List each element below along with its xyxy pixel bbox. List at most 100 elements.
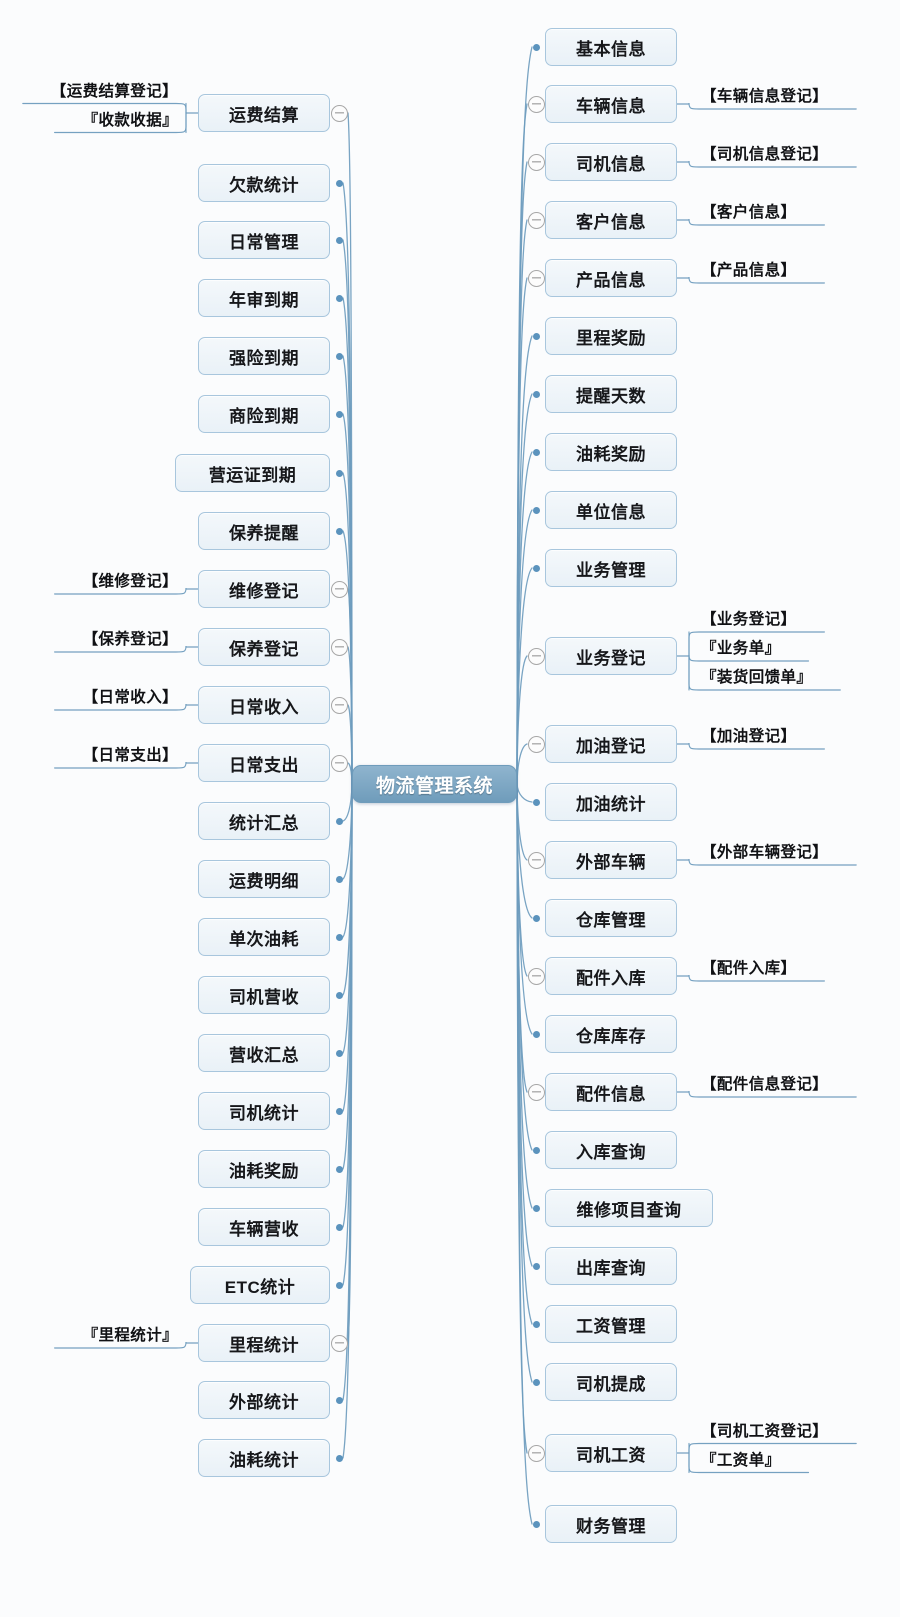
branch-bullet-icon	[335, 817, 343, 825]
collapse-toggle-icon[interactable]	[527, 967, 545, 985]
collapse-toggle-icon[interactable]	[527, 269, 545, 287]
collapse-toggle-icon[interactable]	[330, 104, 348, 122]
node-油耗奖励[interactable]: 油耗奖励	[545, 433, 677, 471]
node-年审到期[interactable]: 年审到期	[198, 279, 330, 317]
leaf-label[interactable]: 【日常收入】	[82, 689, 178, 706]
node-基本信息[interactable]: 基本信息	[545, 28, 677, 66]
collapse-toggle-icon[interactable]	[330, 580, 348, 598]
node-司机统计[interactable]: 司机统计	[198, 1092, 330, 1130]
node-油耗奖励[interactable]: 油耗奖励	[198, 1150, 330, 1188]
collapse-toggle-icon[interactable]	[527, 851, 545, 869]
node-工资管理[interactable]: 工资管理	[545, 1305, 677, 1343]
node-仓库管理[interactable]: 仓库管理	[545, 899, 677, 937]
leaf-label[interactable]: 『里程统计』	[82, 1327, 178, 1344]
leaf-label[interactable]: 【加油登记】	[701, 728, 797, 745]
branch-bullet-icon	[335, 1165, 343, 1173]
node-强险到期[interactable]: 强险到期	[198, 337, 330, 375]
node-单次油耗[interactable]: 单次油耗	[198, 918, 330, 956]
collapse-toggle-icon[interactable]	[330, 696, 348, 714]
leaf-label[interactable]: 【运费结算登记】	[50, 82, 178, 100]
collapse-toggle-icon[interactable]	[330, 1334, 348, 1352]
node-业务登记[interactable]: 业务登记	[545, 637, 677, 675]
leaf-label[interactable]: 『业务单』	[701, 640, 781, 657]
node-label: 提醒天数	[576, 386, 646, 406]
node-配件入库[interactable]: 配件入库	[545, 957, 677, 995]
leaf-label[interactable]: 【业务登记】	[701, 611, 797, 628]
node-运费结算[interactable]: 运费结算	[198, 94, 330, 132]
collapse-toggle-icon[interactable]	[330, 754, 348, 772]
node-出库查询[interactable]: 出库查询	[545, 1247, 677, 1285]
leaf-label[interactable]: 【产品信息】	[701, 262, 797, 279]
node-里程统计[interactable]: 里程统计	[198, 1324, 330, 1362]
node-司机工资[interactable]: 司机工资	[545, 1434, 677, 1472]
node-仓库库存[interactable]: 仓库库存	[545, 1015, 677, 1053]
node-财务管理[interactable]: 财务管理	[545, 1505, 677, 1543]
node-label: 财务管理	[576, 1516, 646, 1536]
node-车辆营收[interactable]: 车辆营收	[198, 1208, 330, 1246]
branch-bullet-icon	[532, 390, 540, 398]
collapse-toggle-icon[interactable]	[330, 638, 348, 656]
node-label: 营收汇总	[229, 1045, 299, 1065]
node-配件信息[interactable]: 配件信息	[545, 1073, 677, 1111]
collapse-toggle-icon[interactable]	[527, 95, 545, 113]
leaf-label[interactable]: 【配件信息登记】	[701, 1076, 829, 1093]
node-外部统计[interactable]: 外部统计	[198, 1381, 330, 1419]
node-提醒天数[interactable]: 提醒天数	[545, 375, 677, 413]
collapse-toggle-icon[interactable]	[527, 153, 545, 171]
node-营运证到期[interactable]: 营运证到期	[175, 454, 330, 492]
leaf-label[interactable]: 『收款收据』	[82, 111, 178, 129]
collapse-toggle-icon[interactable]	[527, 735, 545, 753]
node-入库查询[interactable]: 入库查询	[545, 1131, 677, 1169]
node-产品信息[interactable]: 产品信息	[545, 259, 677, 297]
node-统计汇总[interactable]: 统计汇总	[198, 802, 330, 840]
node-油耗统计[interactable]: 油耗统计	[198, 1439, 330, 1477]
node-里程奖励[interactable]: 里程奖励	[545, 317, 677, 355]
node-营收汇总[interactable]: 营收汇总	[198, 1034, 330, 1072]
collapse-toggle-icon[interactable]	[527, 1444, 545, 1462]
node-ETC统计[interactable]: ETC统计	[190, 1266, 330, 1304]
branch-bullet-icon	[335, 469, 343, 477]
leaf-label[interactable]: 【维修登记】	[82, 573, 178, 590]
collapse-toggle-icon[interactable]	[527, 647, 545, 665]
leaf-label[interactable]: 【配件入库】	[701, 960, 797, 977]
center-node-logistics-system[interactable]: 物流管理系统	[352, 765, 517, 803]
node-客户信息[interactable]: 客户信息	[545, 201, 677, 239]
node-label: 外部统计	[229, 1392, 299, 1412]
node-司机营收[interactable]: 司机营收	[198, 976, 330, 1014]
leaf-label[interactable]: 【日常支出】	[82, 747, 178, 764]
leaf-label[interactable]: 【司机信息登记】	[701, 146, 829, 163]
node-维修登记[interactable]: 维修登记	[198, 570, 330, 608]
node-label: 出库查询	[576, 1258, 646, 1278]
leaf-label[interactable]: 【客户信息】	[701, 204, 797, 221]
node-加油统计[interactable]: 加油统计	[545, 783, 677, 821]
node-日常支出[interactable]: 日常支出	[198, 744, 330, 782]
node-label: 油耗统计	[229, 1450, 299, 1470]
node-label: 运费结算	[229, 105, 299, 125]
node-司机提成[interactable]: 司机提成	[545, 1363, 677, 1401]
leaf-label[interactable]: 【外部车辆登记】	[701, 844, 829, 861]
node-运费明细[interactable]: 运费明细	[198, 860, 330, 898]
node-业务管理[interactable]: 业务管理	[545, 549, 677, 587]
collapse-toggle-icon[interactable]	[527, 211, 545, 229]
node-维修项目查询[interactable]: 维修项目查询	[545, 1189, 713, 1227]
branch-bullet-icon	[532, 914, 540, 922]
collapse-toggle-icon[interactable]	[527, 1083, 545, 1101]
node-单位信息[interactable]: 单位信息	[545, 491, 677, 529]
leaf-label[interactable]: 『工资单』	[701, 1451, 781, 1469]
node-商险到期[interactable]: 商险到期	[198, 395, 330, 433]
node-保养登记[interactable]: 保养登记	[198, 628, 330, 666]
node-司机信息[interactable]: 司机信息	[545, 143, 677, 181]
leaf-label[interactable]: 『装货回馈单』	[701, 669, 813, 686]
node-外部车辆[interactable]: 外部车辆	[545, 841, 677, 879]
node-日常收入[interactable]: 日常收入	[198, 686, 330, 724]
branch-bullet-icon	[532, 1262, 540, 1270]
node-保养提醒[interactable]: 保养提醒	[198, 512, 330, 550]
leaf-label[interactable]: 【保养登记】	[82, 631, 178, 648]
leaf-label[interactable]: 【司机工资登记】	[701, 1422, 829, 1440]
node-加油登记[interactable]: 加油登记	[545, 725, 677, 763]
leaf-label[interactable]: 【车辆信息登记】	[701, 88, 829, 105]
node-车辆信息[interactable]: 车辆信息	[545, 85, 677, 123]
node-欠款统计[interactable]: 欠款统计	[198, 164, 330, 202]
node-日常管理[interactable]: 日常管理	[198, 221, 330, 259]
node-label: 维修登记	[229, 581, 299, 601]
